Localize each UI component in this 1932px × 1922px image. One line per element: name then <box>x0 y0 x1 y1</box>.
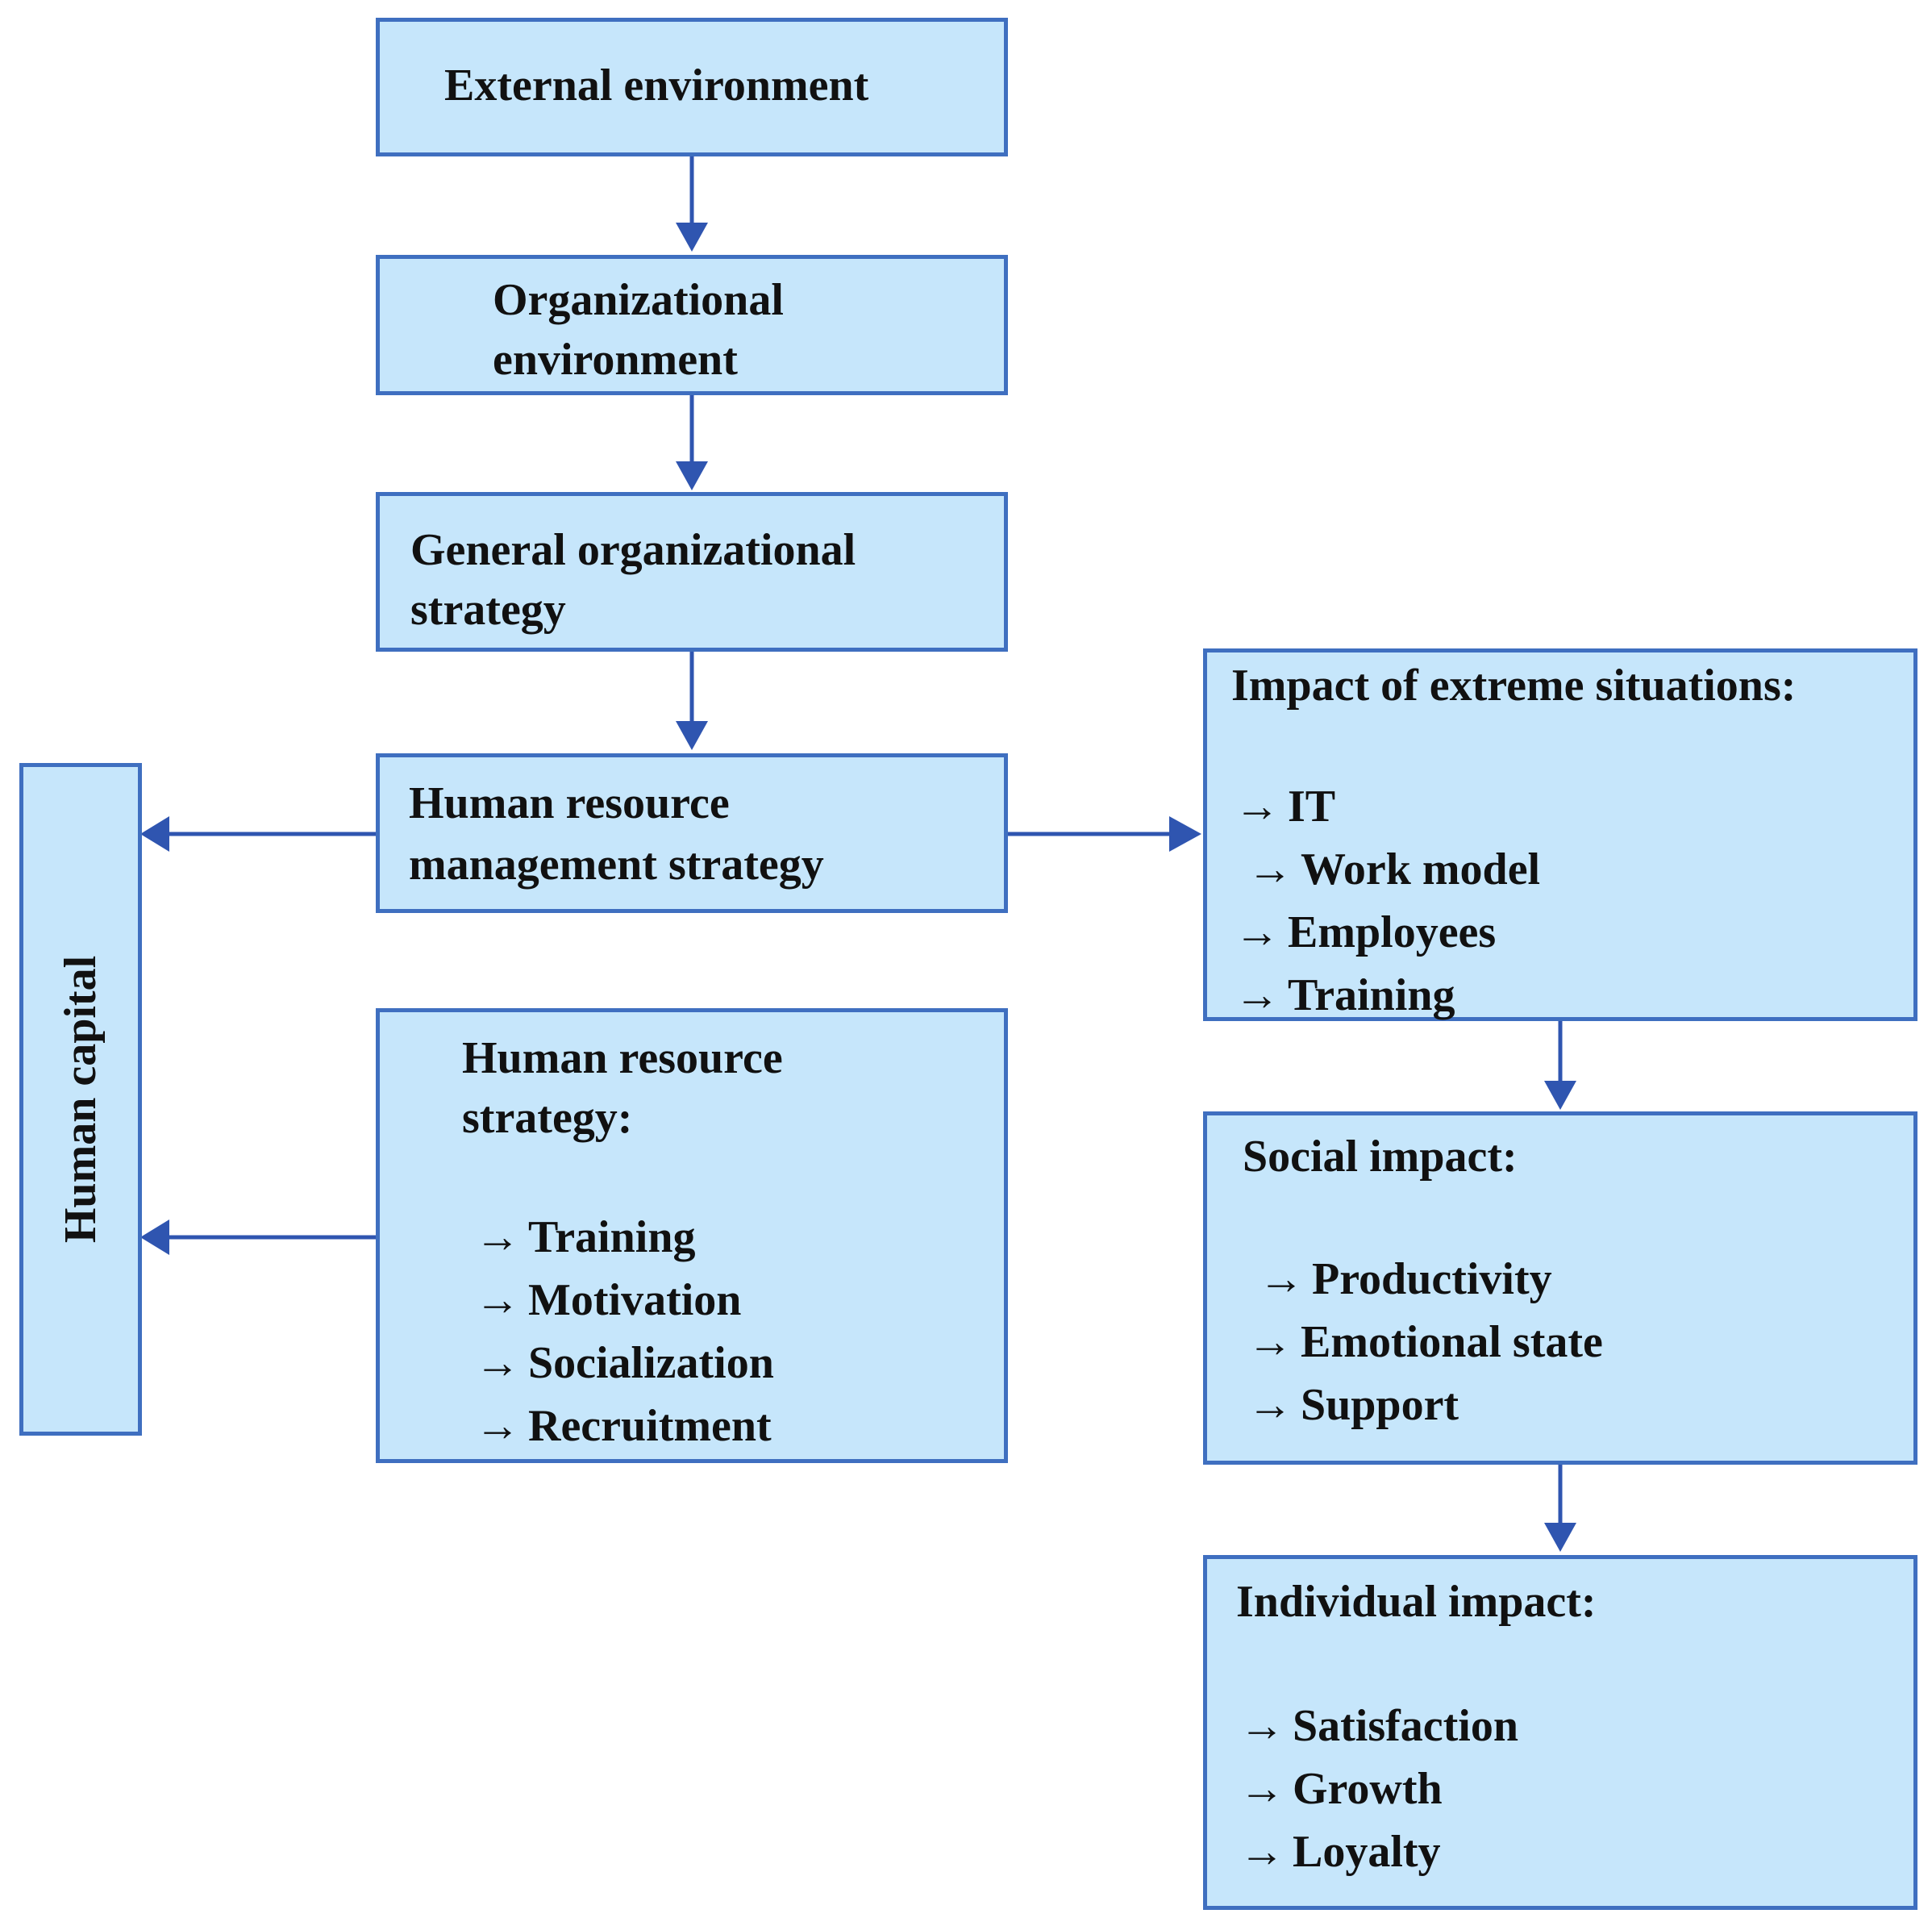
general-strategy-line-2: strategy <box>410 585 566 635</box>
list-item: →Socialization <box>475 1332 774 1395</box>
arrow-right-icon: → <box>1259 1254 1304 1304</box>
list-item: →Productivity <box>1247 1248 1603 1311</box>
arrow-organizational-to-general <box>676 394 708 490</box>
hrm-strategy-line-1: Human resource <box>409 778 730 828</box>
external-environment-label: External environment <box>444 60 869 110</box>
arrow-right-icon: → <box>1235 782 1280 832</box>
social-impact-title: Social impact: <box>1243 1132 1518 1182</box>
list-item: →IT <box>1235 775 1540 838</box>
human-capital-box: Human capital <box>19 763 142 1436</box>
list-item: →Support <box>1247 1374 1603 1436</box>
human-capital-label: Human capital <box>56 955 106 1244</box>
list-item: →Loyalty <box>1239 1820 1518 1883</box>
list-item: →Work model <box>1235 838 1540 901</box>
arrow-right-icon: → <box>1247 844 1293 894</box>
arrow-right-icon: → <box>475 1212 520 1262</box>
arrow-general-to-hrm <box>676 652 708 750</box>
list-item: →Motivation <box>475 1269 774 1332</box>
arrow-social-to-individual <box>1544 1465 1576 1552</box>
arrow-right-icon: → <box>1239 1701 1285 1751</box>
hr-strategy-box: Human resource strategy: →Training →Moti… <box>376 1008 1008 1463</box>
social-impact-box: Social impact: →Productivity →Emotional … <box>1203 1111 1917 1465</box>
arrow-extreme-to-social <box>1544 1021 1576 1110</box>
organizational-environment-box: Organizational environment <box>376 255 1008 395</box>
hrm-strategy-line-2: management strategy <box>409 840 824 890</box>
arrow-right-icon: → <box>475 1401 520 1451</box>
arrow-right-icon: → <box>475 1275 520 1325</box>
organizational-environment-line-2: environment <box>493 335 738 385</box>
list-item: →Recruitment <box>475 1395 774 1457</box>
hr-strategy-title-line-2: strategy: <box>462 1093 633 1143</box>
individual-impact-title: Individual impact: <box>1236 1577 1597 1627</box>
arrow-right-icon: → <box>475 1338 520 1388</box>
individual-impact-box: Individual impact: →Satisfaction →Growth… <box>1203 1555 1917 1910</box>
list-item: →Training <box>475 1206 774 1269</box>
arrow-right-icon: → <box>1235 907 1280 957</box>
arrow-hrm-to-human-capital <box>140 816 376 852</box>
social-impact-list: →Productivity →Emotional state →Support <box>1247 1248 1603 1436</box>
arrow-hr-strategy-to-human-capital <box>140 1219 376 1255</box>
arrow-right-icon: → <box>1239 1764 1285 1814</box>
list-item: →Emotional state <box>1247 1311 1603 1374</box>
organizational-environment-line-1: Organizational <box>493 275 784 325</box>
list-item: →Satisfaction <box>1239 1695 1518 1757</box>
general-strategy-box: General organizational strategy <box>376 492 1008 652</box>
list-item: →Employees <box>1235 901 1540 964</box>
arrow-external-to-organizational <box>676 155 708 252</box>
hrm-strategy-box: Human resource management strategy <box>376 753 1008 913</box>
arrow-right-icon: → <box>1239 1827 1285 1877</box>
list-item: →Training <box>1235 964 1540 1027</box>
arrow-hrm-to-extreme-situations <box>1008 816 1201 852</box>
arrow-right-icon: → <box>1247 1380 1293 1430</box>
extreme-situations-list: →IT →Work model →Employees →Training <box>1235 775 1540 1027</box>
extreme-situations-title: Impact of extreme situations: <box>1231 661 1797 711</box>
hr-strategy-title-line-1: Human resource <box>462 1033 783 1083</box>
extreme-situations-box: Impact of extreme situations: →IT →Work … <box>1203 648 1917 1021</box>
hr-strategy-list: →Training →Motivation →Socialization →Re… <box>475 1206 774 1457</box>
individual-impact-list: →Satisfaction →Growth →Loyalty <box>1239 1695 1518 1883</box>
arrow-right-icon: → <box>1235 970 1280 1020</box>
arrow-right-icon: → <box>1247 1317 1293 1367</box>
external-environment-box: External environment <box>376 18 1008 156</box>
list-item: →Growth <box>1239 1757 1518 1820</box>
general-strategy-line-1: General organizational <box>410 525 856 575</box>
